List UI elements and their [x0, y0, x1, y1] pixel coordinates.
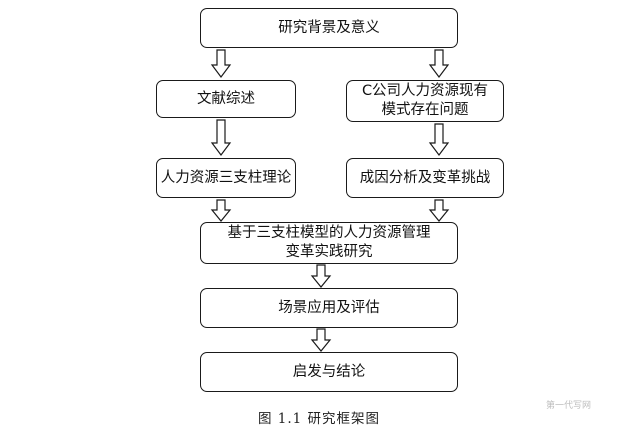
box-problems-label: C公司人力资源现有模式存在问题 — [361, 83, 489, 118]
box-causes: 成因分析及变革挑战 — [346, 158, 504, 198]
figure-caption: 图 1.1 研究框架图 — [257, 411, 381, 427]
arrow-theory-to-practice — [210, 199, 232, 222]
box-practice-label: 基于三支柱模型的人力资源管理变革实践研究 — [227, 225, 431, 260]
box-practice: 基于三支柱模型的人力资源管理变革实践研究 — [200, 222, 458, 264]
box-conclusion-label: 启发与结论 — [292, 363, 366, 380]
arrow-background-to-literature — [210, 49, 232, 78]
box-literature: 文献综述 — [156, 80, 296, 118]
arrow-literature-to-theory — [210, 119, 232, 156]
arrow-background-to-problems — [428, 49, 450, 78]
box-theory-label: 人力资源三支柱理论 — [160, 169, 292, 186]
box-problems: C公司人力资源现有模式存在问题 — [346, 80, 504, 122]
arrow-practice-to-scenario — [310, 264, 332, 288]
box-literature-label: 文献综述 — [197, 90, 255, 107]
watermark: 第一代写网 — [546, 401, 592, 411]
box-scenario-label: 场景应用及评估 — [278, 299, 380, 316]
arrow-scenario-to-conclusion — [310, 328, 332, 352]
box-background-label: 研究背景及意义 — [278, 19, 380, 36]
box-background: 研究背景及意义 — [200, 8, 458, 48]
box-causes-label: 成因分析及变革挑战 — [359, 169, 491, 186]
arrow-problems-to-causes — [428, 123, 450, 156]
box-conclusion: 启发与结论 — [200, 352, 458, 392]
arrow-causes-to-practice — [428, 199, 450, 222]
box-scenario: 场景应用及评估 — [200, 288, 458, 328]
box-theory: 人力资源三支柱理论 — [156, 158, 296, 198]
